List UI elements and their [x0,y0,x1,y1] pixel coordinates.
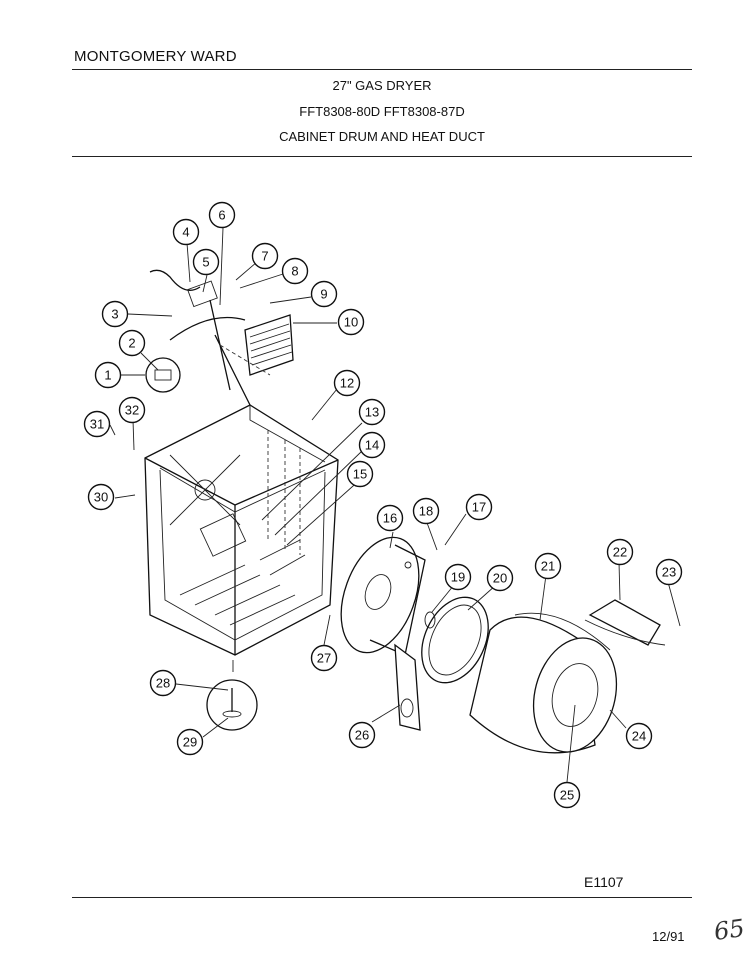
callout-27: 27 [310,644,338,672]
svg-text:5: 5 [202,255,209,270]
callout-6: 6 [208,201,236,229]
callout-21: 21 [534,552,562,580]
svg-text:21: 21 [541,559,555,574]
callout-25: 25 [553,781,581,809]
svg-text:32: 32 [125,403,139,418]
title-models: FFT8308-80D FFT8308-87D [299,104,465,119]
svg-text:8: 8 [291,264,298,279]
svg-text:14: 14 [365,438,379,453]
svg-text:27: 27 [317,651,331,666]
callout-13: 13 [358,398,386,426]
callout-31: 31 [83,410,111,438]
blower-housing [340,536,426,656]
callout-14: 14 [358,431,386,459]
callout-18: 18 [412,497,440,525]
svg-text:25: 25 [560,788,574,803]
svg-text:24: 24 [632,729,646,744]
callout-26: 26 [348,721,376,749]
svg-text:28: 28 [156,676,170,691]
svg-text:9: 9 [320,287,327,302]
svg-text:30: 30 [94,490,108,505]
svg-text:4: 4 [182,225,189,240]
footer-rule [72,897,692,898]
exploded-parts-diagram: 1 2 3 4 5 6 7 8 9 10 12 13 14 15 16 17 1… [83,201,683,809]
callout-22: 22 [606,538,634,566]
callout-17: 17 [465,493,493,521]
callout-32: 32 [118,396,146,424]
svg-text:29: 29 [183,735,197,750]
svg-text:16: 16 [383,511,397,526]
svg-text:10: 10 [344,315,358,330]
drum-baffle [584,599,666,646]
callout-19: 19 [444,563,472,591]
callout-3: 3 [101,300,129,328]
callout-8: 8 [281,257,309,285]
dryer-drum [469,612,618,754]
callout-20: 20 [486,564,514,592]
callout-16: 16 [376,504,404,532]
svg-text:13: 13 [365,405,379,420]
svg-text:15: 15 [353,467,367,482]
cabinet-drawing [144,404,339,672]
svg-text:23: 23 [662,565,676,580]
svg-text:3: 3 [111,307,118,322]
callout-7: 7 [251,242,279,270]
callout-5: 5 [192,248,220,276]
vent-assembly [149,269,294,406]
callout-24: 24 [625,722,653,750]
callout-4: 4 [172,218,200,246]
svg-text:1: 1 [104,368,111,383]
heat-duct-plate [394,643,421,731]
svg-text:19: 19 [451,570,465,585]
header-rule-bottom [72,156,692,157]
brand-name: MONTGOMERY WARD [74,48,237,65]
callout-23: 23 [655,558,683,586]
svg-text:17: 17 [472,500,486,515]
svg-text:31: 31 [90,417,104,432]
callout-9: 9 [310,280,338,308]
svg-text:2: 2 [128,336,135,351]
svg-text:7: 7 [261,249,268,264]
callout-1: 1 [94,361,122,389]
svg-text:6: 6 [218,208,225,223]
figure-code: E1107 [584,874,624,890]
callout-28: 28 [149,669,177,697]
svg-text:20: 20 [493,571,507,586]
leveling-foot [206,679,258,731]
revision-date: 12/91 [652,929,685,944]
drum-seal [421,596,489,684]
title-section: CABINET DRUM AND HEAT DUCT [279,129,485,144]
title-product: 27" GAS DRYER [332,78,432,93]
svg-text:12: 12 [340,376,354,391]
callout-2: 2 [118,329,146,357]
svg-text:18: 18 [419,504,433,519]
thermostat-detail [145,357,181,393]
handwritten-mark: 65 [712,914,747,946]
svg-text:26: 26 [355,728,369,743]
header-rule-top [72,69,692,70]
leader-lines [109,227,681,783]
callout-30: 30 [87,483,115,511]
callout-29: 29 [176,728,204,756]
callout-10: 10 [337,308,365,336]
callout-15: 15 [346,460,374,488]
svg-text:22: 22 [613,545,627,560]
callout-12: 12 [333,369,361,397]
